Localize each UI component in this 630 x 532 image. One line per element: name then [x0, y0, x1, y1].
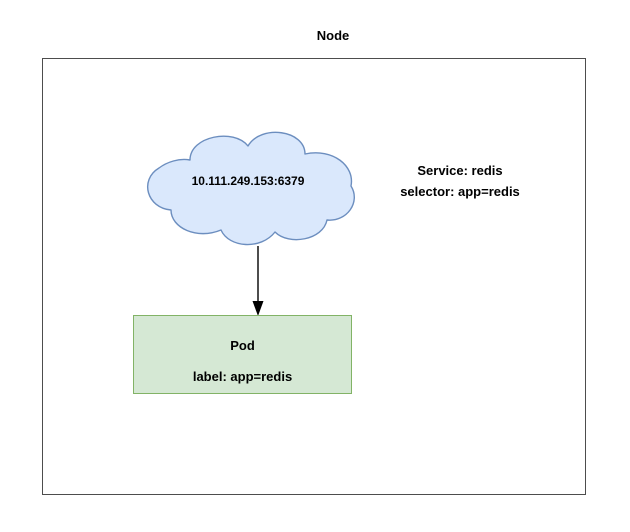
- service-cluster-ip-cloud: 10.111.249.153:6379: [133, 122, 363, 252]
- cloud-to-pod-arrow: [248, 246, 268, 318]
- node-title: Node: [316, 28, 350, 43]
- node-boundary-box: [42, 58, 586, 495]
- pod-box: Pod label: app=redis: [133, 315, 352, 394]
- service-name-line: Service: redis: [417, 163, 503, 178]
- service-annotation: Service: redis selector: app=redis: [360, 160, 560, 202]
- service-selector-line: selector: app=redis: [400, 184, 520, 199]
- pod-title: Pod: [230, 338, 255, 353]
- arrow-icon: [252, 246, 264, 316]
- pod-label: label: app=redis: [192, 369, 293, 384]
- cloud-shape-icon: [147, 131, 355, 246]
- cluster-ip-label: 10.111.249.153:6379: [191, 174, 305, 188]
